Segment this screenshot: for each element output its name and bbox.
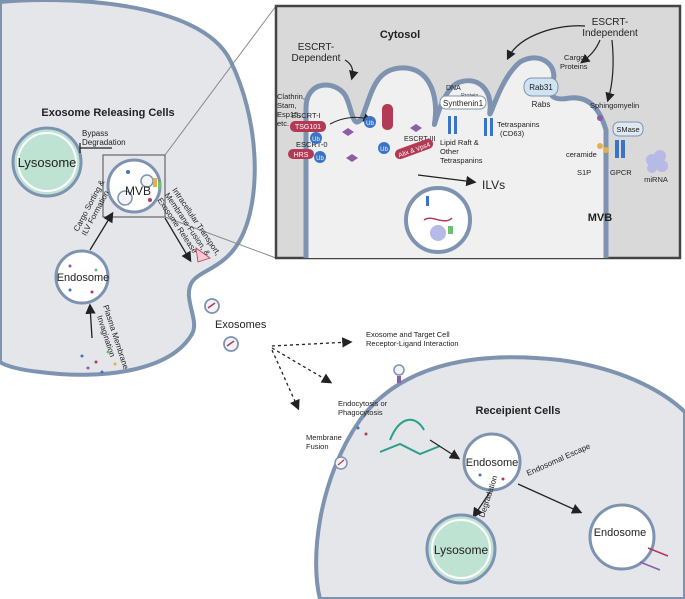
escrt-i-label: ESCRT-I bbox=[291, 111, 320, 120]
svg-text:Ub: Ub bbox=[366, 121, 374, 127]
ub-4 bbox=[378, 142, 390, 154]
endosome-escape bbox=[588, 503, 669, 571]
tsg101-label: TSG101 bbox=[295, 124, 321, 131]
svg-text:Ub: Ub bbox=[312, 137, 320, 143]
dna-label: DNA bbox=[446, 85, 461, 92]
escrt-dependent-label-2: Dependent bbox=[292, 53, 341, 64]
releasing-title: Exosome Releasing Cells bbox=[41, 107, 174, 119]
rabs-label: Rabs bbox=[532, 100, 551, 109]
receptor-arrow bbox=[271, 337, 353, 348]
smase-label: SMase bbox=[616, 125, 639, 134]
endocytosis-arrow bbox=[271, 347, 333, 384]
ceramide-label: ceramide bbox=[566, 150, 597, 159]
cargo-proteins-label-2: Proteins bbox=[560, 62, 588, 71]
mirna-label: miRNA bbox=[644, 175, 668, 184]
hrs-protein bbox=[288, 149, 314, 159]
bypass-label-1: Bypass bbox=[82, 129, 108, 138]
endocytosis-label-1: Endocytosis or bbox=[338, 399, 388, 408]
lysosome-label: Lysosome bbox=[18, 155, 77, 170]
lipid-raft-label-3: Tetraspanins bbox=[440, 156, 483, 165]
ub-1 bbox=[310, 132, 322, 144]
endosome-to-mvb-arrow bbox=[89, 211, 114, 251]
sphingomyelin-label: Sphingomyelin bbox=[590, 101, 639, 110]
inset-mvb-label: MVB bbox=[588, 212, 613, 224]
endosome-escape-label: Endosome bbox=[594, 527, 647, 539]
escrt-0-label: ESCRT-0 bbox=[296, 140, 328, 149]
escrt-dependent-label-1: ESCRT- bbox=[298, 42, 335, 53]
endosome-recipient-label: Endosome bbox=[466, 457, 519, 469]
escrt-ii-protein bbox=[382, 104, 393, 130]
endosome-releasing bbox=[54, 249, 110, 305]
tetraspanins-label-2: (CD63) bbox=[500, 129, 525, 138]
cytosol-label: Cytosol bbox=[380, 29, 420, 41]
receptor-label-2: Receptor-Ligand Interaction bbox=[366, 339, 459, 348]
lysosome bbox=[11, 126, 83, 198]
bypass-label-2: Degradation bbox=[82, 138, 126, 147]
fusion-label-1: Membrane bbox=[306, 433, 342, 442]
endosome-releasing-label: Endosome bbox=[57, 272, 110, 284]
degradation-arrow bbox=[472, 491, 491, 519]
clathrin-label-2: Stam, bbox=[277, 101, 297, 110]
gpcr-label: GPCR bbox=[610, 168, 632, 177]
endosome-recipient bbox=[462, 432, 522, 492]
mirna-cluster bbox=[646, 150, 668, 173]
clathrin-label-1: Clathrin, bbox=[277, 92, 305, 101]
clathrin-label-4: etc. bbox=[277, 119, 289, 128]
ub-3 bbox=[364, 116, 376, 128]
lysosome-recipient bbox=[425, 513, 497, 585]
mvb-zoom-box bbox=[102, 154, 166, 218]
lipid-raft bbox=[448, 116, 493, 136]
alix-vps4-protein bbox=[394, 138, 434, 160]
exosome-1 bbox=[204, 298, 220, 314]
escrt-iii-label: ESCRT-III bbox=[404, 136, 435, 143]
mvb-small bbox=[106, 158, 162, 214]
escrt-independent-label-1: ESCRT- bbox=[592, 17, 629, 28]
lysosome-recipient-label: Lysosome bbox=[434, 543, 489, 557]
exosome-2 bbox=[223, 336, 239, 352]
escrt-independent-label-2: Independent bbox=[582, 28, 638, 39]
tsg101-protein bbox=[290, 121, 326, 132]
extracellular-cargo bbox=[80, 350, 117, 374]
ilvs-label: ILVs bbox=[482, 178, 505, 192]
svg-text:Ub: Ub bbox=[316, 156, 324, 162]
s1p-label: S1P bbox=[577, 168, 591, 177]
receptor-label-1: Exosome and Target Cell bbox=[366, 330, 450, 339]
receptor-exosome bbox=[393, 364, 405, 376]
fusion-arrow bbox=[271, 349, 300, 411]
exosomes-label: Exosomes bbox=[215, 319, 267, 331]
smase-blob bbox=[612, 121, 644, 137]
rab31-label: Rab31 bbox=[529, 83, 553, 92]
lipid-raft-label-1: Lipid Raft & bbox=[440, 138, 479, 147]
mvb-release-arrow bbox=[164, 217, 192, 263]
synthenin-label: Synthenin1 bbox=[443, 99, 484, 108]
lipid-raft-label-2: Other bbox=[440, 147, 459, 156]
recipient-title: Receipient Cells bbox=[476, 405, 561, 417]
ub-2 bbox=[314, 151, 326, 163]
rab31-blob bbox=[523, 77, 559, 97]
endocytosis-label-2: Phagocytosis bbox=[338, 408, 383, 417]
mvb-small-label: MVB bbox=[125, 184, 151, 198]
clathrin-label-3: Esp15, bbox=[277, 110, 300, 119]
invagination-arrow bbox=[85, 303, 96, 339]
synthenin-box bbox=[439, 95, 487, 110]
tetraspanins-label-1: Tetraspanins bbox=[497, 120, 540, 129]
fusion-label-2: Fusion bbox=[306, 442, 329, 451]
escape-arrow bbox=[517, 483, 583, 514]
ilv-vesicle bbox=[404, 186, 472, 254]
svg-text:Ub: Ub bbox=[380, 147, 388, 153]
cargo-proteins-label-1: Cargo bbox=[564, 53, 584, 62]
ilv-arrow bbox=[417, 174, 477, 187]
hrs-label: HRS bbox=[294, 152, 309, 159]
